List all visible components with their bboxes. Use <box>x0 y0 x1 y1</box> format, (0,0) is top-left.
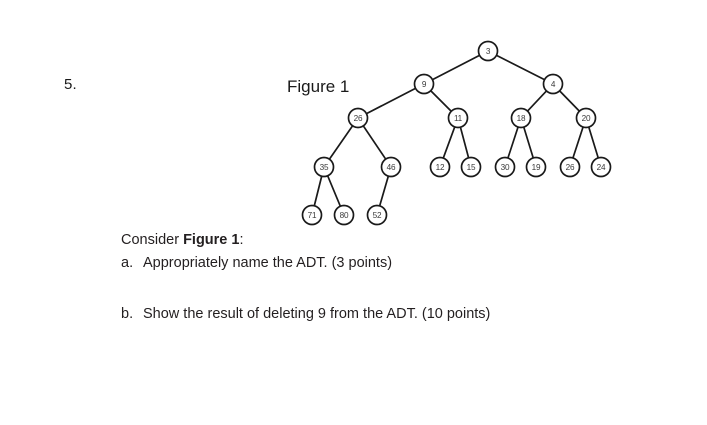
tree-node: 12 <box>429 156 451 178</box>
tree-edge <box>558 89 581 113</box>
consider-line: Consider Figure 1: <box>121 232 244 249</box>
tree-node-circle <box>525 156 547 178</box>
tree-node-circle <box>347 107 369 129</box>
tree-node-label: 35 <box>320 163 329 172</box>
tree-node-label: 4 <box>551 80 556 89</box>
tree-node-circle <box>460 156 482 178</box>
question-item-a: a. Appropriately name the ADT. (3 points) <box>121 255 392 272</box>
tree-edge <box>525 89 549 113</box>
tree-nodes: 3 9 4 26 11 18 20 35 46 12 15 30 19 26 24 71 80 52 <box>301 40 612 226</box>
tree-node: 52 <box>366 204 388 226</box>
tree-node-label: 15 <box>467 163 476 172</box>
tree-node: 80 <box>333 204 355 226</box>
tree-node: 15 <box>460 156 482 178</box>
tree-node: 46 <box>380 156 402 178</box>
tree-node: 26 <box>559 156 581 178</box>
item-a-text: Appropriately name the ADT. (3 points) <box>143 255 393 271</box>
tree-node: 9 <box>413 73 435 95</box>
question-item-b: b. Show the result of deleting 9 from the… <box>121 306 490 323</box>
tree-node-circle <box>510 107 532 129</box>
figure-title: Figure 1 <box>287 77 350 96</box>
tree-node: 4 <box>542 73 564 95</box>
tree-node-label: 24 <box>597 163 606 172</box>
consider-prefix: Consider <box>121 232 184 248</box>
tree-node-circle <box>542 73 564 95</box>
tree-edge <box>571 125 585 160</box>
tree-edge <box>364 87 418 115</box>
tree-node: 11 <box>447 107 469 129</box>
tree-node-label: 80 <box>340 211 349 220</box>
tree-edge <box>442 125 456 160</box>
tree-node: 20 <box>575 107 597 129</box>
tree-node-circle <box>477 40 499 62</box>
tree-node-circle <box>559 156 581 178</box>
tree-node-circle <box>447 107 469 129</box>
item-b-marker: b. <box>121 306 134 322</box>
tree-node-circle <box>494 156 516 178</box>
tree-node: 19 <box>525 156 547 178</box>
tree-edge <box>378 174 390 208</box>
tree-node: 18 <box>510 107 532 129</box>
tree-node-circle <box>301 204 323 226</box>
tree-node-circle <box>333 204 355 226</box>
tree-edge <box>313 174 323 208</box>
tree-node: 26 <box>347 107 369 129</box>
tree-node-label: 19 <box>532 163 541 172</box>
tree-node-label: 52 <box>373 211 382 220</box>
tree-node: 30 <box>494 156 516 178</box>
tree-edge <box>506 125 520 160</box>
tree-node-label: 12 <box>436 163 445 172</box>
tree-node-circle <box>590 156 612 178</box>
tree-edge <box>326 174 342 208</box>
tree-edge <box>587 125 600 160</box>
tree-edge <box>430 54 482 81</box>
tree-node-label: 26 <box>566 163 575 172</box>
tree-node-circle <box>313 156 335 178</box>
consider-figure-ref: Figure 1 <box>183 232 240 248</box>
tree-node-label: 46 <box>387 163 396 172</box>
tree-edge <box>459 125 470 160</box>
tree-node-label: 20 <box>582 114 591 123</box>
tree-node-circle <box>429 156 451 178</box>
tree-node-circle <box>413 73 435 95</box>
tree-node-label: 30 <box>501 163 510 172</box>
item-b-text: Show the result of deleting 9 from the A… <box>143 306 491 322</box>
tree-node: 71 <box>301 204 323 226</box>
tree-node: 35 <box>313 156 335 178</box>
tree-node-label: 18 <box>517 114 526 123</box>
tree-node: 24 <box>590 156 612 178</box>
tree-node-label: 3 <box>486 47 491 56</box>
question-number: 5. <box>64 76 77 93</box>
tree-node-label: 11 <box>454 114 463 123</box>
tree-node-circle <box>366 204 388 226</box>
tree-node-label: 26 <box>354 114 363 123</box>
item-a-marker: a. <box>121 255 134 271</box>
tree-edge <box>328 124 354 161</box>
tree-node-circle <box>575 107 597 129</box>
tree-node-label: 71 <box>308 211 317 220</box>
tree-node-label: 9 <box>422 80 427 89</box>
tree-node: 3 <box>477 40 499 62</box>
tree-edge <box>361 124 388 161</box>
tree-edge <box>522 125 535 160</box>
tree-edge <box>429 89 453 113</box>
tree-edge <box>494 53 547 82</box>
tree-node-circle <box>380 156 402 178</box>
tree-edges <box>313 53 600 208</box>
consider-suffix: : <box>239 232 244 248</box>
